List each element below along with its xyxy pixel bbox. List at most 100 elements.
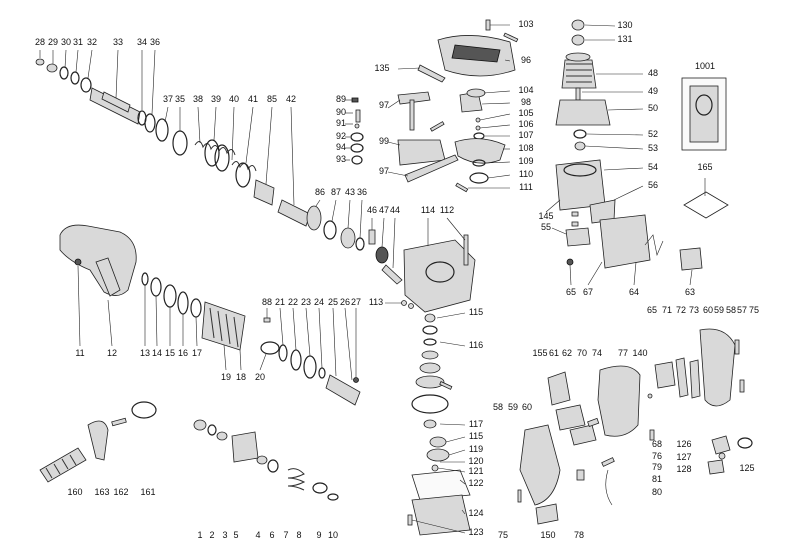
part-label-67: 67	[583, 287, 593, 297]
part-label-116: 116	[469, 340, 483, 350]
part-label-91: 91	[336, 118, 346, 128]
part-label-105: 105	[518, 108, 533, 118]
part-label-9: 9	[316, 530, 321, 540]
part-label-49: 49	[648, 86, 658, 96]
part-label-60: 60	[522, 402, 532, 412]
part-label-2: 2	[209, 530, 214, 540]
part-label-22: 22	[288, 297, 298, 307]
part-label-20: 20	[255, 372, 265, 382]
rear-housing	[59, 224, 137, 297]
part-label-1: 1	[197, 530, 202, 540]
part-label-25: 25	[328, 297, 338, 307]
part-label-18: 18	[236, 372, 246, 382]
part-label-127: 127	[676, 452, 691, 462]
part-label-46: 46	[367, 205, 377, 215]
part-label-34: 34	[137, 37, 147, 47]
part-label-37: 37	[163, 94, 173, 104]
part-label-120: 120	[468, 456, 483, 466]
part-label-8: 8	[296, 530, 301, 540]
part-label-65: 65	[647, 305, 657, 315]
part-label-48: 48	[648, 68, 658, 78]
part-label-75: 75	[749, 305, 759, 315]
part-label-87: 87	[331, 187, 341, 197]
part-label-4: 4	[255, 530, 260, 540]
part-label-124: 124	[468, 508, 483, 518]
part-label-52: 52	[648, 129, 658, 139]
part-label-11: 11	[75, 348, 84, 358]
part-label-130: 130	[617, 20, 632, 30]
part-label-161: 161	[140, 487, 155, 497]
part-label-64: 64	[629, 287, 639, 297]
part-label-75: 75	[498, 530, 508, 540]
part-label-23: 23	[301, 297, 311, 307]
part-label-110: 110	[519, 169, 533, 179]
part-label-88: 88	[262, 297, 272, 307]
part-label-76: 76	[652, 451, 662, 461]
part-label-162: 162	[113, 487, 128, 497]
part-label-68: 68	[652, 439, 662, 449]
part-label-92: 92	[336, 131, 346, 141]
part-label-78: 78	[574, 530, 584, 540]
part-label-79: 79	[652, 462, 662, 472]
part-label-59: 59	[508, 402, 518, 412]
center-column-parts	[350, 19, 519, 193]
part-label-103: 103	[518, 19, 533, 29]
part-label-29: 29	[48, 37, 58, 47]
part-label-58: 58	[493, 402, 503, 412]
part-label-109: 109	[518, 156, 533, 166]
part-label-160: 160	[67, 487, 82, 497]
part-label-41: 41	[248, 94, 258, 104]
part-label-16: 16	[178, 348, 188, 358]
part-label-122: 122	[468, 478, 483, 488]
part-label-24: 24	[314, 297, 324, 307]
part-label-21: 21	[275, 297, 285, 307]
part-label-108: 108	[518, 143, 533, 153]
part-label-99: 99	[379, 136, 389, 146]
part-label-60: 60	[703, 305, 713, 315]
part-label-73: 73	[689, 305, 699, 315]
part-label-6: 6	[269, 530, 274, 540]
part-label-128: 128	[676, 464, 691, 474]
part-label-111: 111	[519, 182, 533, 192]
part-label-85: 85	[267, 94, 277, 104]
part-label-140: 140	[632, 348, 647, 358]
part-label-19: 19	[221, 372, 231, 382]
part-label-80: 80	[652, 487, 662, 497]
part-label-104: 104	[518, 85, 533, 95]
part-label-70: 70	[577, 348, 587, 358]
part-label-36: 36	[357, 187, 367, 197]
shaft-assembly	[35, 58, 403, 285]
part-label-165: 165	[697, 162, 712, 172]
part-label-26: 26	[340, 297, 350, 307]
part-label-63: 63	[685, 287, 695, 297]
leader-lines	[39, 24, 706, 534]
part-label-5: 5	[233, 530, 238, 540]
front-chuck	[193, 419, 339, 501]
part-label-81: 81	[652, 474, 662, 484]
part-label-53: 53	[648, 143, 658, 153]
part-label-47: 47	[379, 205, 389, 215]
part-label-56: 56	[648, 180, 658, 190]
motor-assembly	[555, 19, 703, 271]
part-label-33: 33	[113, 37, 123, 47]
part-label-74: 74	[592, 348, 602, 358]
part-label-114: 114	[421, 205, 435, 215]
brush-parts	[707, 435, 753, 475]
part-label-27: 27	[351, 297, 361, 307]
part-label-57: 57	[737, 305, 747, 315]
sticker-parts	[681, 77, 729, 219]
motor-rings	[141, 272, 361, 406]
part-label-65: 65	[566, 287, 576, 297]
part-label-115: 115	[469, 431, 483, 441]
part-label-58: 58	[726, 305, 736, 315]
part-label-13: 13	[140, 348, 150, 358]
part-label-61: 61	[549, 348, 559, 358]
part-label-43: 43	[345, 187, 355, 197]
part-label-42: 42	[286, 94, 296, 104]
part-label-44: 44	[390, 205, 400, 215]
part-label-115: 115	[469, 307, 483, 317]
part-label-93: 93	[336, 154, 346, 164]
